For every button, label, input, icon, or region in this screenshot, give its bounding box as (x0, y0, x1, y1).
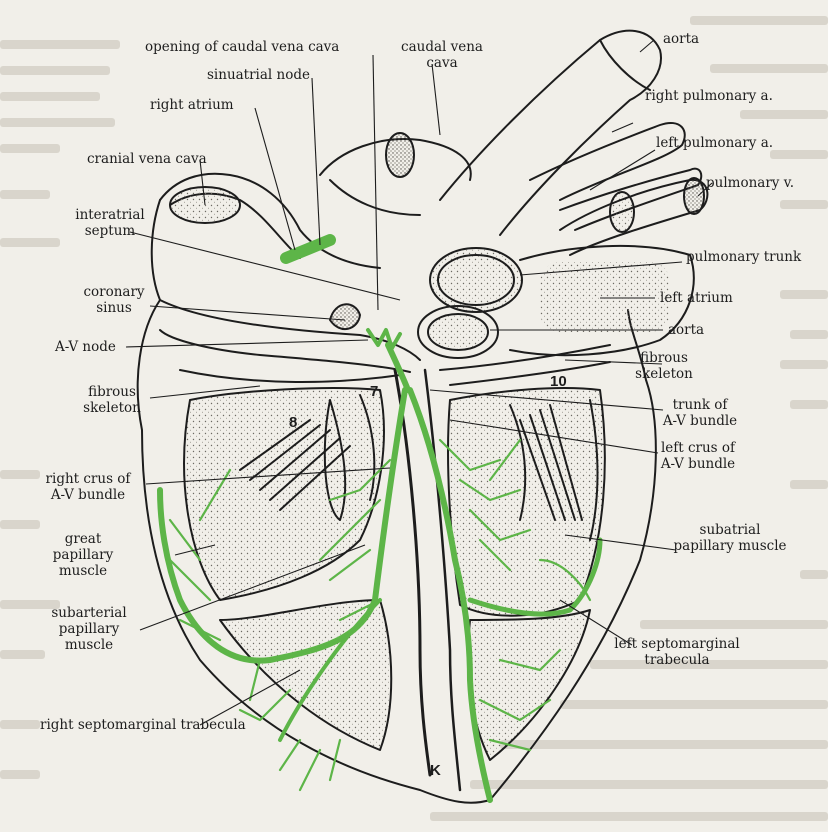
label-subatrial-papillary-line2: papillary muscle (670, 538, 790, 554)
label-left-crus-line2: A-V bundle (648, 456, 748, 472)
label-cranial-vena-cava: cranial vena cava (87, 151, 207, 167)
label-great-papillary-line1: great (42, 531, 124, 547)
label-trunk-av-bundle-line1: trunk of (655, 397, 745, 413)
label-interatrial-septum-line1: interatrial (72, 207, 148, 223)
label-interatrial-septum-line2: septum (72, 223, 148, 239)
label-sinuatrial-node: sinuatrial node (207, 67, 310, 83)
label-pulmonary-trunk: pulmonary trunk (686, 249, 801, 265)
label-subatrial-papillary-line1: subatrial (670, 522, 790, 538)
label-subarterial-papillary-line1: subarterial (42, 605, 136, 621)
label-right-pulmonary-a: right pulmonary a. (645, 88, 773, 104)
label-caudal-vena-cava-line1: caudal vena (397, 39, 487, 55)
label-caudal-vena-cava-line2: cava (397, 55, 487, 71)
label-right-atrium: right atrium (150, 97, 234, 113)
label-great-papillary-line3: muscle (42, 563, 124, 579)
label-subarterial-papillary-line3: muscle (42, 637, 136, 653)
label-left-septomarginal-line2: trabecula (612, 652, 742, 668)
label-fibrous-skeleton-left-line1: fibrous (624, 350, 704, 366)
label-aorta-top: aorta (663, 31, 699, 47)
number-7: 7 (370, 383, 378, 400)
label-coronary-sinus-line1: coronary (78, 284, 150, 300)
label-subarterial-papillary-line2: papillary (42, 621, 136, 637)
label-great-papillary-line2: papillary (42, 547, 124, 563)
label-right-crus-line2: A-V bundle (30, 487, 146, 503)
label-right-septomarginal: right septomarginal trabecula (40, 717, 246, 733)
label-left-pulmonary-a: left pulmonary a. (656, 135, 773, 151)
label-fibrous-skeleton-left-line2: skeleton (624, 366, 704, 382)
label-right-crus-line1: right crus of (30, 471, 146, 487)
label-coronary-sinus-line2: sinus (78, 300, 150, 316)
label-fibrous-skeleton-right-line1: fibrous (74, 384, 150, 400)
label-pulmonary-v: pulmonary v. (706, 175, 794, 191)
label-fibrous-skeleton-right-line2: skeleton (74, 400, 150, 416)
label-trunk-av-bundle-line2: A-V bundle (655, 413, 745, 429)
label-opening-caudal-vena-cava: opening of caudal vena cava (145, 39, 339, 55)
label-left-crus-line1: left crus of (648, 440, 748, 456)
number-8: 8 (289, 414, 297, 431)
label-av-node: A-V node (55, 339, 116, 355)
label-left-atrium: left atrium (660, 290, 733, 306)
number-10: 10 (550, 373, 567, 390)
label-aorta-mid: aorta (668, 322, 704, 338)
label-left-septomarginal-line1: left septomarginal (612, 636, 742, 652)
av-node-mark (368, 330, 400, 348)
letter-k: K (430, 762, 441, 779)
